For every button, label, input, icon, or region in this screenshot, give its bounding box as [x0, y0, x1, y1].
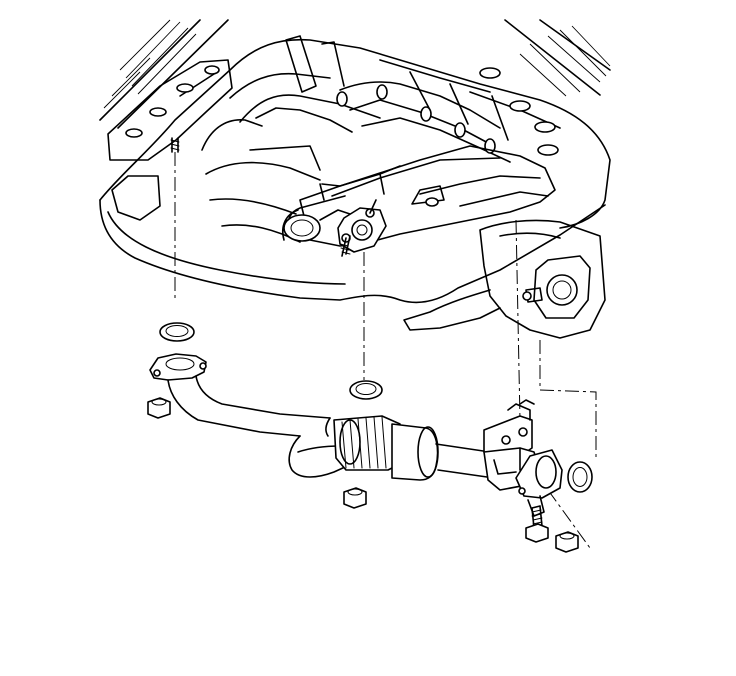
bracket-bolt: [525, 505, 549, 543]
floor-holes: [336, 67, 559, 156]
front-exhaust-pipe: [149, 353, 495, 481]
exhaust-manifold: [282, 165, 401, 257]
assembly-center-lines: [174, 152, 597, 549]
left-mounting-stud: [170, 137, 180, 153]
tunnel-rib: [285, 35, 317, 93]
rocker-panel: [99, 199, 606, 304]
converter-gasket: [567, 461, 593, 493]
mounting-stud: [341, 235, 351, 257]
left-mount-panel: [107, 59, 233, 161]
flange-gasket: [159, 322, 383, 400]
rear-subframe: [479, 219, 606, 339]
converter-shell: [391, 423, 439, 481]
vehicle-underbody: [99, 19, 611, 339]
flange-nut: [147, 397, 579, 553]
floor-hatching-left: [99, 19, 229, 129]
floor-hatching-right: [504, 19, 611, 97]
floor-pan-outline: [99, 38, 611, 229]
